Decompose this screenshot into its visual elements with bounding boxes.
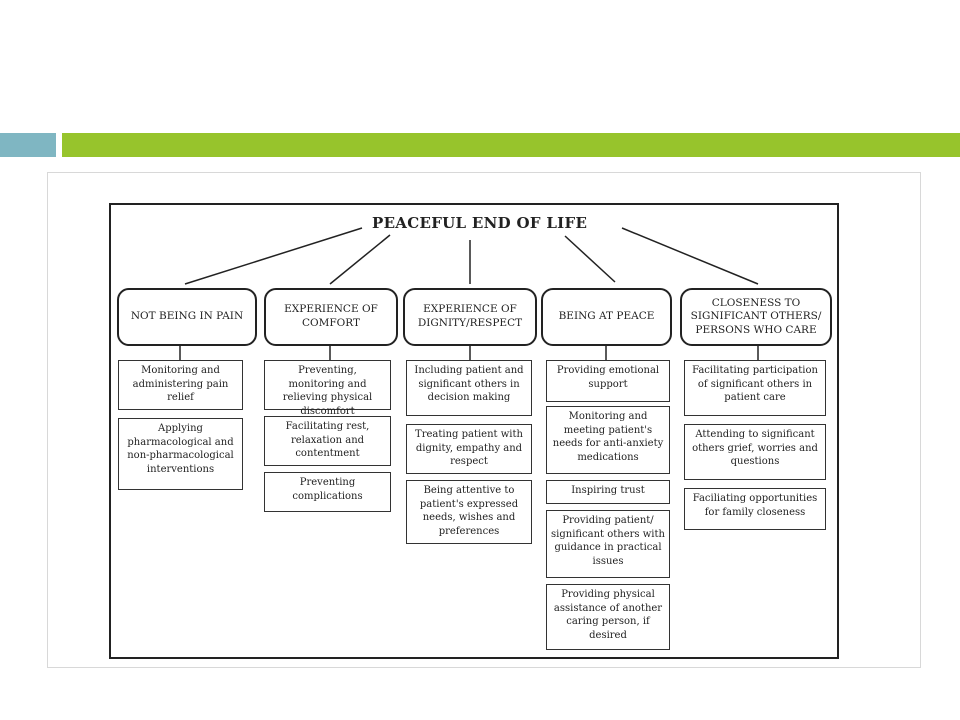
diagram-frame <box>109 203 839 659</box>
category-closeness-to-significant-others: CLOSENESS TO SIGNIFICANT OTHERS/ PERSONS… <box>680 288 832 346</box>
category-experience-of-comfort: EXPERIENCE OF COMFORT <box>264 288 398 346</box>
item-dignity-1: Including patient and significant others… <box>406 360 532 416</box>
item-peace-4: Providing patient/ significant others wi… <box>546 510 670 578</box>
item-not-in-pain-2: Applying pharmacological and non-pharmac… <box>118 418 243 490</box>
category-not-being-in-pain: NOT BEING IN PAIN <box>117 288 257 346</box>
item-comfort-2: Facilitating rest, relaxation and conten… <box>264 416 391 466</box>
item-dignity-2: Treating patient with dignity, empathy a… <box>406 424 532 474</box>
item-comfort-1: Preventing, monitoring and relieving phy… <box>264 360 391 417</box>
item-not-in-pain-1: Monitoring and administering pain relief <box>118 360 243 410</box>
item-dignity-3: Being attentive to patient's expressed n… <box>406 480 532 544</box>
item-peace-5: Providing physical assistance of another… <box>546 584 670 650</box>
item-peace-1: Providing emotional support <box>546 360 670 402</box>
category-experience-of-dignity: EXPERIENCE OF DIGNITY/RESPECT <box>403 288 537 346</box>
item-peace-3: Inspiring trust <box>546 480 670 504</box>
item-closeness-3: Faciliating opportunities for family clo… <box>684 488 826 530</box>
accent-bar-green <box>62 133 960 157</box>
category-being-at-peace: BEING AT PEACE <box>541 288 672 346</box>
item-closeness-2: Attending to significant others grief, w… <box>684 424 826 480</box>
item-peace-2: Monitoring and meeting patient's needs f… <box>546 406 670 474</box>
accent-bar-teal <box>0 133 56 157</box>
item-comfort-3: Preventing complications <box>264 472 391 512</box>
diagram-title: PEACEFUL END OF LIFE <box>372 214 588 232</box>
item-closeness-1: Facilitating participation of significan… <box>684 360 826 416</box>
